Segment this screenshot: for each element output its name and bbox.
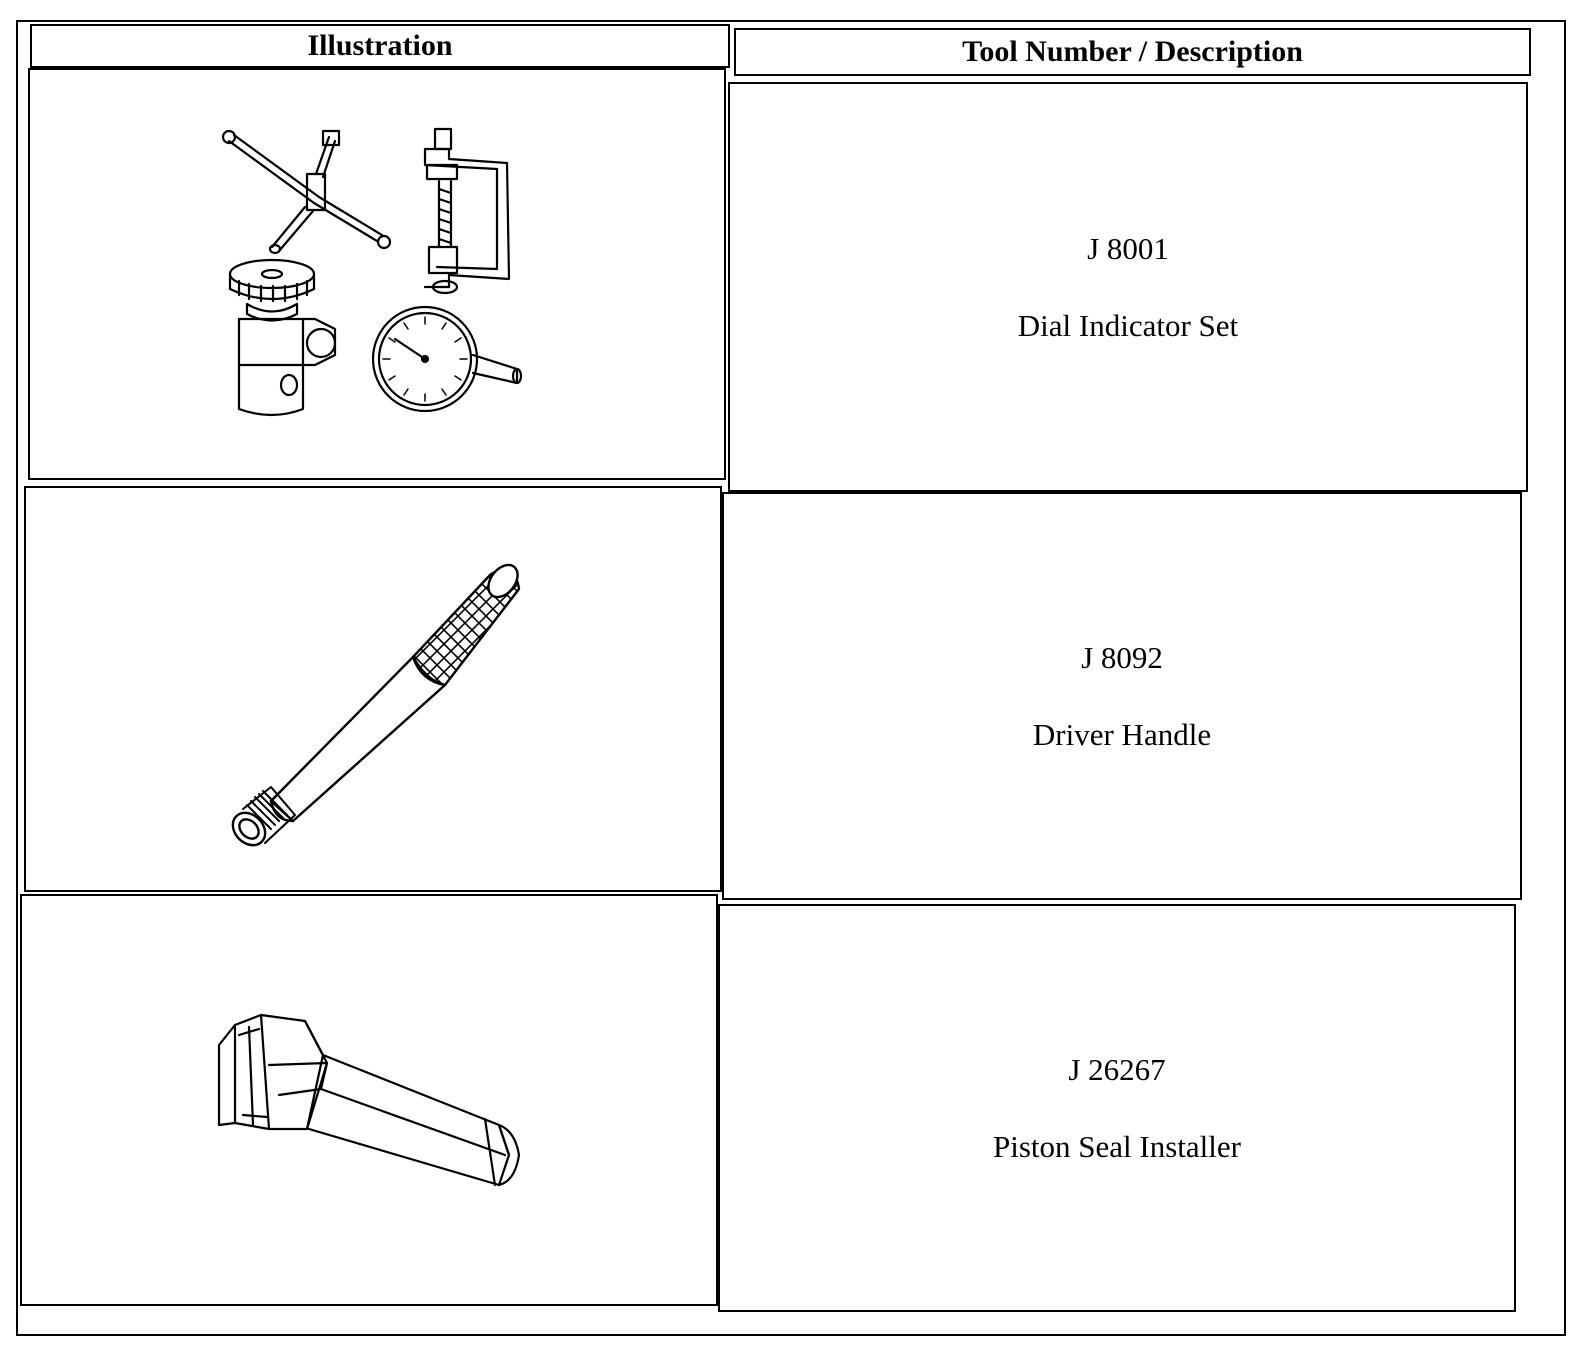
dial-indicator-set-icon <box>217 129 537 419</box>
tool-number: J 8092 <box>1081 640 1163 675</box>
driver-handle-icon <box>213 539 533 839</box>
tool-description: Piston Seal Installer <box>993 1129 1241 1164</box>
header-illustration-label: Illustration <box>307 29 453 62</box>
header-tool: Tool Number / Description <box>734 28 1531 76</box>
tool-table <box>16 20 1566 1336</box>
description-cell-3: J 26267 Piston Seal Installer <box>718 904 1516 1312</box>
piston-seal-installer-icon <box>209 1005 529 1195</box>
tool-number: J 8001 <box>1087 231 1169 266</box>
illustration-cell-2 <box>24 486 722 892</box>
description-cell-2: J 8092 Driver Handle <box>722 492 1522 900</box>
header-tool-label: Tool Number / Description <box>962 35 1303 68</box>
illustration-cell-3 <box>20 894 718 1306</box>
illustration-cell-1 <box>28 68 726 480</box>
header-illustration: Illustration <box>30 24 730 68</box>
tool-description: Driver Handle <box>1032 717 1212 752</box>
tool-number: J 26267 <box>1068 1052 1166 1087</box>
tool-description: Dial Indicator Set <box>1017 308 1239 343</box>
description-cell-1: J 8001 Dial Indicator Set <box>728 82 1528 492</box>
